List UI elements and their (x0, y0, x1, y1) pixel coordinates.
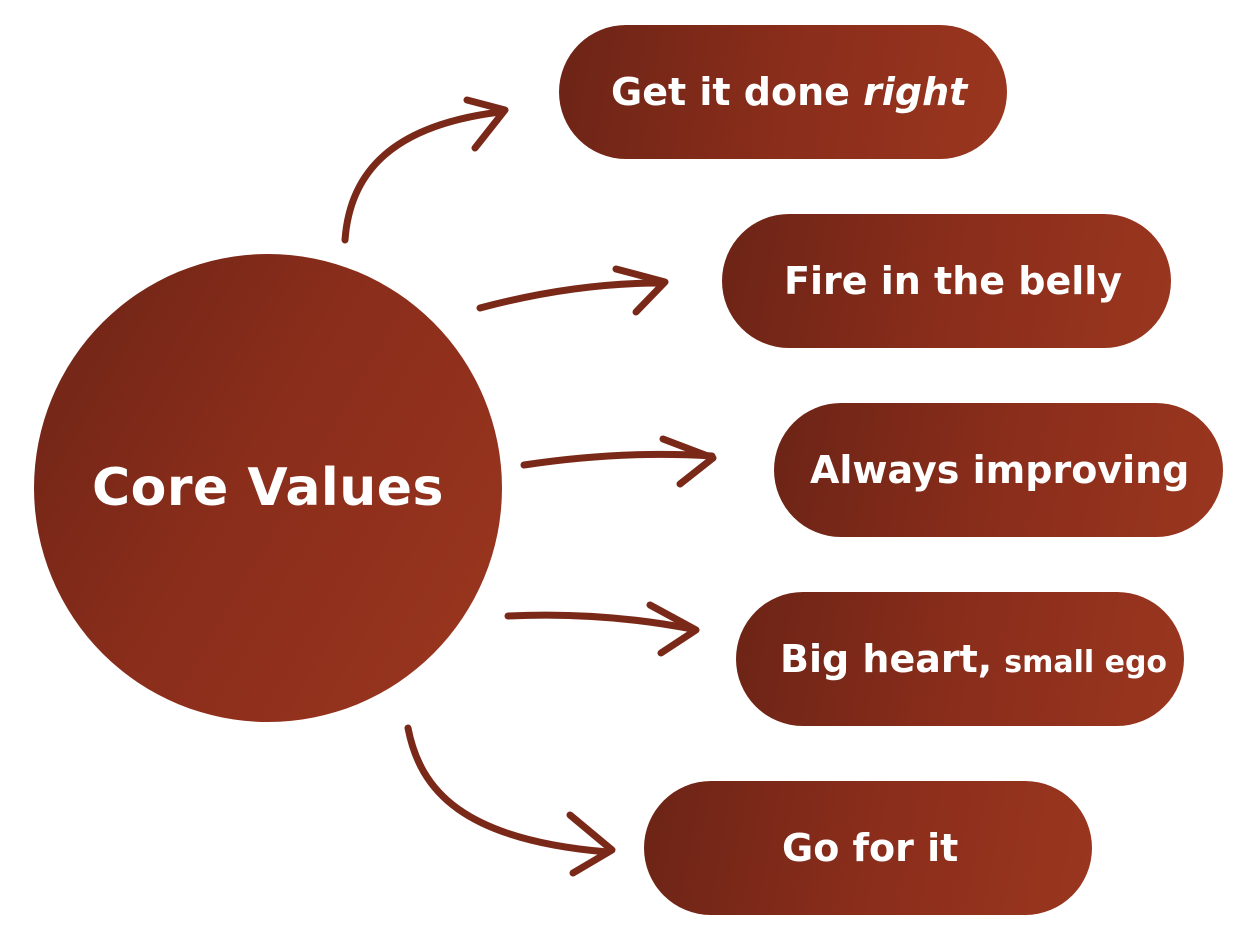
value-pill-4: Big heart, small ego (736, 592, 1184, 726)
arrow-to-value-2 (476, 265, 669, 316)
value-pill-5: Go for it (644, 781, 1092, 915)
value-1-main: Get it done (611, 70, 850, 114)
value-1-emphasis: right (863, 70, 968, 114)
arrow-to-value-4 (504, 601, 700, 657)
value-pill-2: Fire in the belly (722, 214, 1171, 348)
value-pill-3: Always improving (774, 403, 1223, 537)
value-5-label: Go for it (782, 826, 959, 870)
center-label: Core Values (92, 458, 444, 518)
value-3-label: Always improving (810, 448, 1190, 492)
value-pill-1: Get it done right (559, 25, 1007, 159)
arrow-to-value-5 (404, 724, 616, 877)
core-values-circle: Core Values (34, 254, 502, 722)
arrow-to-value-3 (520, 435, 717, 488)
value-4-main: Big heart, (780, 637, 993, 681)
value-4-small: small ego (1004, 645, 1168, 680)
value-2-label: Fire in the belly (784, 259, 1123, 303)
value-1-label: Get it done right (611, 70, 967, 114)
value-4-label: Big heart, small ego (780, 637, 1167, 681)
arrow-to-value-1 (341, 96, 509, 244)
